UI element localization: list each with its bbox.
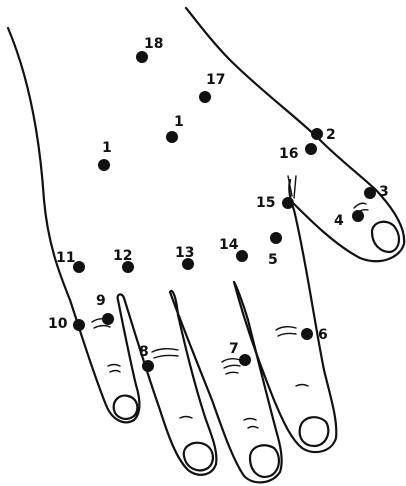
point-6-dot — [301, 328, 313, 340]
acupressure-points: 18 17 1 1 2 16 3 4 15 5 14 13 12 11 9 10 — [48, 36, 389, 372]
point-9-label: 9 — [96, 293, 106, 309]
middle-finger-outline — [170, 282, 282, 482]
point-6-label: 6 — [318, 327, 328, 343]
point-4-label: 4 — [334, 213, 344, 229]
point-3-label: 3 — [379, 184, 389, 200]
point-17-dot — [199, 91, 211, 103]
point-1-upper-label: 1 — [174, 114, 184, 130]
ring-fingernail — [184, 443, 213, 471]
point-14-label: 14 — [219, 237, 239, 253]
little-fingernail — [114, 396, 138, 419]
point-8-label: 8 — [139, 344, 149, 360]
thumbnail — [372, 222, 399, 252]
point-3-dot — [364, 187, 376, 199]
point-1-upper-dot — [166, 131, 178, 143]
point-2-dot — [311, 128, 323, 140]
point-10-dot — [73, 319, 85, 331]
point-5-label: 5 — [268, 252, 278, 268]
point-15-label: 15 — [256, 195, 275, 211]
middle-fingernail — [250, 445, 279, 477]
point-15-dot — [282, 197, 294, 209]
point-9-dot — [102, 313, 114, 325]
point-17-label: 17 — [206, 72, 225, 88]
point-12-label: 12 — [113, 248, 132, 264]
point-1-lower-dot — [98, 159, 110, 171]
knuckle-creases — [92, 176, 368, 428]
point-5-dot — [270, 232, 282, 244]
point-8-dot — [142, 360, 154, 372]
point-16-dot — [305, 143, 317, 155]
point-18-label: 18 — [144, 36, 163, 52]
index-fingernail — [300, 417, 329, 446]
point-18-dot — [136, 51, 148, 63]
point-1-lower-label: 1 — [102, 140, 112, 156]
point-2-label: 2 — [326, 127, 336, 143]
thumb-outline — [186, 8, 404, 261]
point-16-label: 16 — [279, 146, 298, 162]
point-7-dot — [239, 354, 251, 366]
point-13-label: 13 — [175, 245, 194, 261]
point-7-label: 7 — [229, 341, 239, 357]
ring-finger-outline — [124, 291, 216, 475]
index-finger-outline — [234, 180, 336, 452]
point-11-label: 11 — [56, 250, 75, 266]
point-10-label: 10 — [48, 316, 68, 332]
point-4-dot — [352, 210, 364, 222]
